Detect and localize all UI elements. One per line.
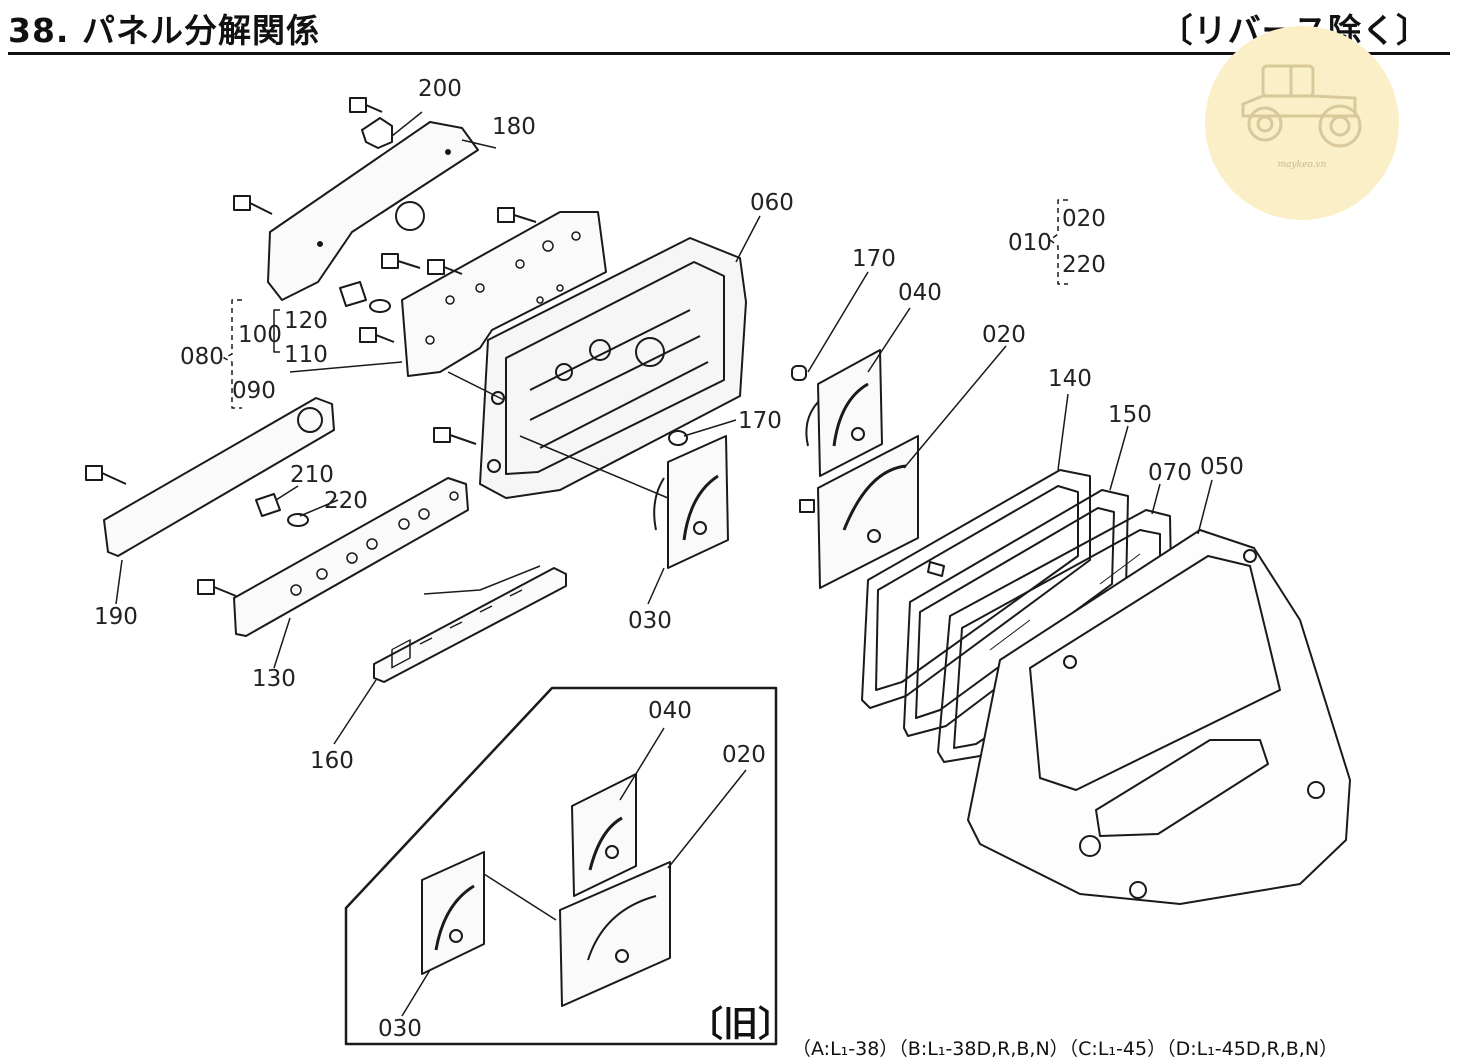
part-060-case bbox=[479, 237, 747, 499]
inset-020-tachometer bbox=[559, 861, 671, 1007]
label-170a: 170 bbox=[852, 246, 896, 272]
label-030: 030 bbox=[628, 608, 672, 634]
part-130-plate bbox=[233, 477, 469, 637]
screw-180 bbox=[233, 195, 273, 215]
part-120-socket bbox=[339, 281, 367, 307]
label-070: 070 bbox=[1148, 460, 1192, 486]
screw-060 bbox=[433, 427, 477, 445]
part-170-bulb-b bbox=[668, 430, 688, 446]
label-220-top: 220 bbox=[1062, 252, 1106, 278]
part-160-strip bbox=[373, 567, 567, 683]
label-020: 020 bbox=[982, 322, 1026, 348]
tractor-icon bbox=[1241, 64, 1362, 148]
page-title: 38. パネル分解関係 bbox=[8, 11, 320, 50]
part-090-plate bbox=[401, 211, 607, 377]
model-legend: （A:L₁-38）（B:L₁-38D,R,B,N）（C:L₁-45）（D:L₁-… bbox=[792, 1038, 1339, 1060]
part-180-plate bbox=[267, 121, 479, 301]
part-140-frame bbox=[861, 469, 1091, 709]
label-180: 180 bbox=[492, 114, 536, 140]
bracket-100 bbox=[273, 309, 280, 353]
label-040: 040 bbox=[898, 280, 942, 306]
label-150: 150 bbox=[1108, 402, 1152, 428]
screw-190 bbox=[85, 465, 127, 485]
part-200-clip bbox=[361, 117, 393, 149]
part-040-gauge bbox=[817, 349, 883, 477]
label-inset-020: 020 bbox=[722, 742, 766, 768]
part-170-bulb-a bbox=[791, 365, 807, 381]
part-210-socket bbox=[255, 493, 281, 517]
inset-030-gauge bbox=[421, 851, 485, 975]
label-100: 100 bbox=[238, 322, 282, 348]
label-200: 200 bbox=[418, 76, 462, 102]
label-inset-030: 030 bbox=[378, 1016, 422, 1042]
part-220-bulb bbox=[287, 513, 309, 527]
part-020-tachometer bbox=[817, 435, 919, 589]
label-160: 160 bbox=[310, 748, 354, 774]
label-120: 120 bbox=[284, 308, 328, 334]
part-050-bezel bbox=[967, 529, 1351, 905]
label-140: 140 bbox=[1048, 366, 1092, 392]
part-110-bulb bbox=[369, 299, 391, 313]
label-110: 110 bbox=[284, 342, 328, 368]
label-060: 060 bbox=[750, 190, 794, 216]
header-rule bbox=[8, 52, 1450, 55]
screw-090a bbox=[497, 207, 537, 223]
label-020-top: 020 bbox=[1062, 206, 1106, 232]
label-170b: 170 bbox=[738, 408, 782, 434]
logo-text: maykeo.vn bbox=[1277, 160, 1327, 170]
label-080: 080 bbox=[180, 344, 224, 370]
label-010: 010 bbox=[1008, 230, 1052, 256]
screw-140 bbox=[927, 561, 945, 577]
screw-090b bbox=[381, 253, 421, 269]
label-inset-040: 040 bbox=[648, 698, 692, 724]
screw-130 bbox=[197, 579, 237, 597]
screw-200 bbox=[349, 97, 383, 113]
label-190: 190 bbox=[94, 604, 138, 630]
inset-frame bbox=[344, 686, 778, 1046]
bracket-010 bbox=[1049, 199, 1068, 285]
label-210: 210 bbox=[290, 462, 334, 488]
label-090: 090 bbox=[232, 378, 276, 404]
logo-watermark: maykeo.vn bbox=[1205, 26, 1399, 220]
old-version-tag: 〔旧〕 bbox=[688, 1005, 794, 1045]
label-050: 050 bbox=[1200, 454, 1244, 480]
part-190-plate bbox=[103, 397, 335, 557]
label-220: 220 bbox=[324, 488, 368, 514]
label-130: 130 bbox=[252, 666, 296, 692]
screw-090d bbox=[359, 327, 395, 343]
screw-020 bbox=[799, 499, 815, 513]
part-030-gauge bbox=[667, 435, 729, 569]
bracket-080 bbox=[223, 299, 242, 409]
screw-090c bbox=[427, 259, 463, 275]
